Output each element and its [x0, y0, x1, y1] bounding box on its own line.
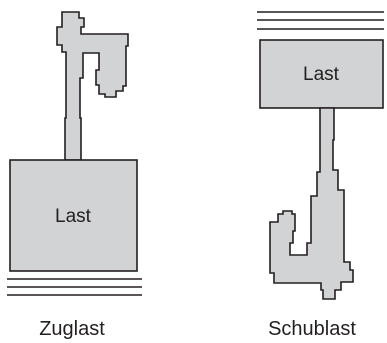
- tension-load-label: Last: [55, 206, 92, 227]
- tension-caption: Zuglast: [39, 318, 105, 340]
- compression-caption: Schublast: [268, 318, 356, 340]
- compression-group: Last Schublast: [257, 11, 384, 340]
- tension-gripper: [56, 11, 129, 161]
- compression-load-label: Last: [303, 64, 340, 85]
- tension-load-box: [9, 159, 138, 272]
- tension-group: Last Zuglast: [7, 11, 142, 340]
- compression-load-box: [259, 39, 384, 109]
- compression-gripper: [269, 107, 354, 300]
